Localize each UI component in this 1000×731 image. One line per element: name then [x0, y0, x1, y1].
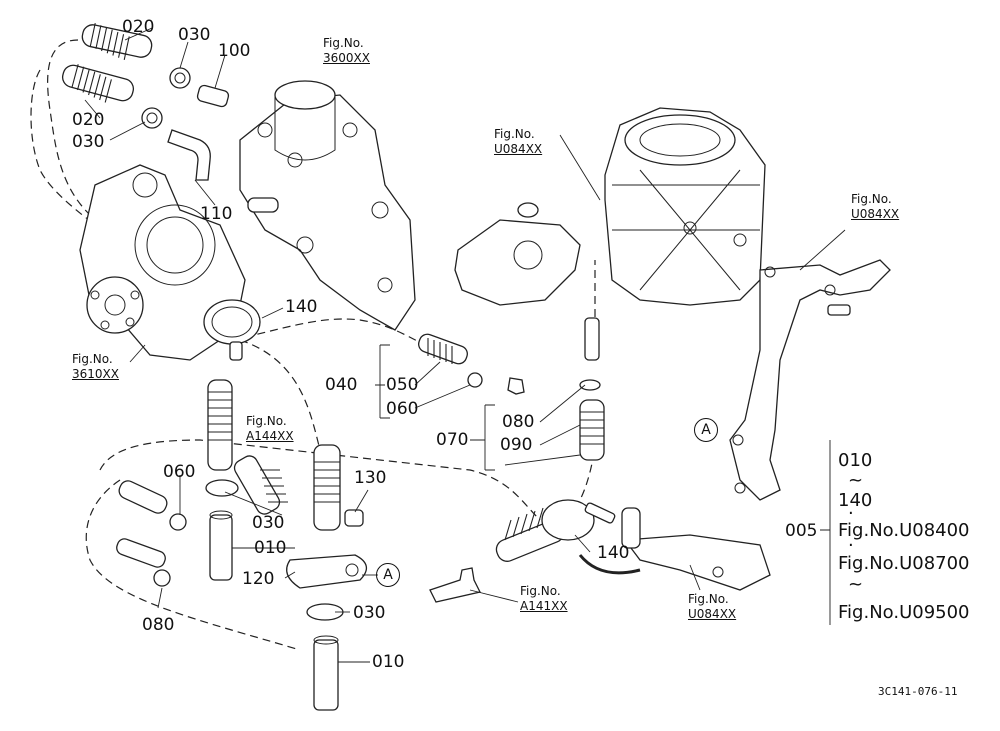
legend-fig-u09500: Fig.No.U09500 — [838, 602, 970, 623]
figref-3600xx-prefix: Fig.No. — [323, 36, 364, 50]
label-005: 005 — [785, 521, 818, 541]
pipe-010-b — [313, 635, 339, 711]
label-140-bottom: 140 — [597, 543, 630, 563]
band-clamp-140-top — [203, 299, 261, 361]
intake-hose — [621, 507, 771, 591]
mount-bracket — [454, 202, 581, 306]
label-030-mid: 030 — [72, 132, 105, 152]
hose-a144 — [233, 455, 288, 515]
figref-u084xx-a: Fig.No. U084XX — [494, 127, 542, 157]
clamp-060-mid — [467, 372, 483, 388]
figref-a144xx-prefix: Fig.No. — [246, 414, 287, 428]
elbow-110 — [167, 129, 211, 181]
fitting-100 — [196, 84, 230, 108]
hose-vertical-right — [313, 444, 341, 531]
figref-3610xx-code: 3610XX — [72, 367, 119, 381]
label-090: 090 — [500, 435, 533, 455]
legend-tilde-2: ~ — [848, 574, 864, 595]
clamp-030-top — [169, 67, 191, 89]
clamp-030-low — [205, 479, 239, 497]
drawing-code: 3C141-076-11 — [878, 685, 958, 698]
figref-u084xx-b: Fig.No. U084XX — [851, 192, 899, 222]
right-bracket — [729, 259, 891, 501]
black-hose-segment — [578, 554, 641, 575]
label-020-mid: 020 — [72, 110, 105, 130]
legend-range-end: 140 — [838, 490, 873, 511]
label-010-b: 010 — [372, 652, 405, 672]
pipe-vertical — [584, 317, 600, 361]
hose-route-bottom-left — [85, 479, 301, 651]
legend-dot-1: · — [848, 503, 854, 524]
plug-130 — [344, 509, 364, 527]
label-030-bottom: 030 — [353, 603, 386, 623]
figref-3600xx-code: 3600XX — [323, 51, 370, 65]
figref-a141xx-prefix: Fig.No. — [520, 584, 561, 598]
elbow-mid — [507, 377, 525, 395]
figref-u084xx-b-prefix: Fig.No. — [851, 192, 892, 206]
label-140-top: 140 — [285, 297, 318, 317]
figref-u084xx-c-prefix: Fig.No. — [688, 592, 729, 606]
figref-u084xx-a-code: U084XX — [494, 142, 543, 156]
label-030-low: 030 — [252, 513, 285, 533]
hose-020-mid — [61, 64, 135, 103]
bracket-120 — [286, 554, 367, 589]
water-pump-body — [79, 164, 246, 361]
clamp-030-mid — [141, 107, 163, 129]
figref-a141xx: Fig.No. A141XX — [520, 584, 568, 614]
label-010-a: 010 — [254, 538, 287, 558]
hose-left-060 — [118, 480, 187, 531]
figref-a144xx: Fig.No. A144XX — [246, 414, 294, 444]
label-030-top: 030 — [178, 25, 211, 45]
tee-fitting — [429, 567, 481, 603]
hose-020-top — [81, 22, 153, 61]
thermostat-housing — [239, 80, 416, 331]
figref-a144xx-code: A144XX — [246, 429, 294, 443]
clamp-080-mid — [579, 379, 601, 391]
band-clamp-140-bottom — [541, 499, 616, 541]
label-080-mid: 080 — [502, 412, 535, 432]
hose-route-lower — [239, 339, 321, 451]
figref-u084xx-c-code: U084XX — [688, 607, 737, 621]
label-100: 100 — [218, 41, 251, 61]
hose-left-080 — [116, 538, 171, 587]
pipe-010-a — [209, 510, 233, 581]
label-060-mid: 060 — [386, 399, 419, 419]
hose-050 — [418, 333, 468, 365]
marker-a-left: A — [376, 563, 400, 587]
label-020-top: 020 — [122, 17, 155, 37]
hose-route-long — [99, 439, 541, 521]
label-070: 070 — [436, 430, 469, 450]
label-060-low: 060 — [163, 462, 196, 482]
marker-a-right: A — [694, 418, 718, 442]
hose-090 — [579, 399, 605, 461]
legend-tilde-1: ~ — [848, 470, 864, 491]
leader-lines — [84, 27, 846, 663]
legend-fig-u08400: Fig.No.U08400 — [838, 520, 970, 541]
label-050: 050 — [386, 375, 419, 395]
legend-dot-2: · — [848, 535, 854, 556]
legend-range-start: 010 — [838, 450, 873, 471]
hose-vertical-left — [207, 379, 233, 471]
figref-u084xx-c: Fig.No. U084XX — [688, 592, 736, 622]
label-110: 110 — [200, 204, 233, 224]
figref-3610xx-prefix: Fig.No. — [72, 352, 113, 366]
label-120: 120 — [242, 569, 275, 589]
figref-3600xx: Fig.No. 3600XX — [323, 36, 370, 66]
label-040: 040 — [325, 375, 358, 395]
label-080-low: 080 — [142, 615, 175, 635]
figref-u084xx-a-prefix: Fig.No. — [494, 127, 535, 141]
air-cleaner — [604, 107, 766, 306]
figref-a141xx-code: A141XX — [520, 599, 568, 613]
figref-u084xx-b-code: U084XX — [851, 207, 900, 221]
label-130: 130 — [354, 468, 387, 488]
figref-3610xx: Fig.No. 3610XX — [72, 352, 119, 382]
legend-fig-u08700: Fig.No.U08700 — [838, 553, 970, 574]
